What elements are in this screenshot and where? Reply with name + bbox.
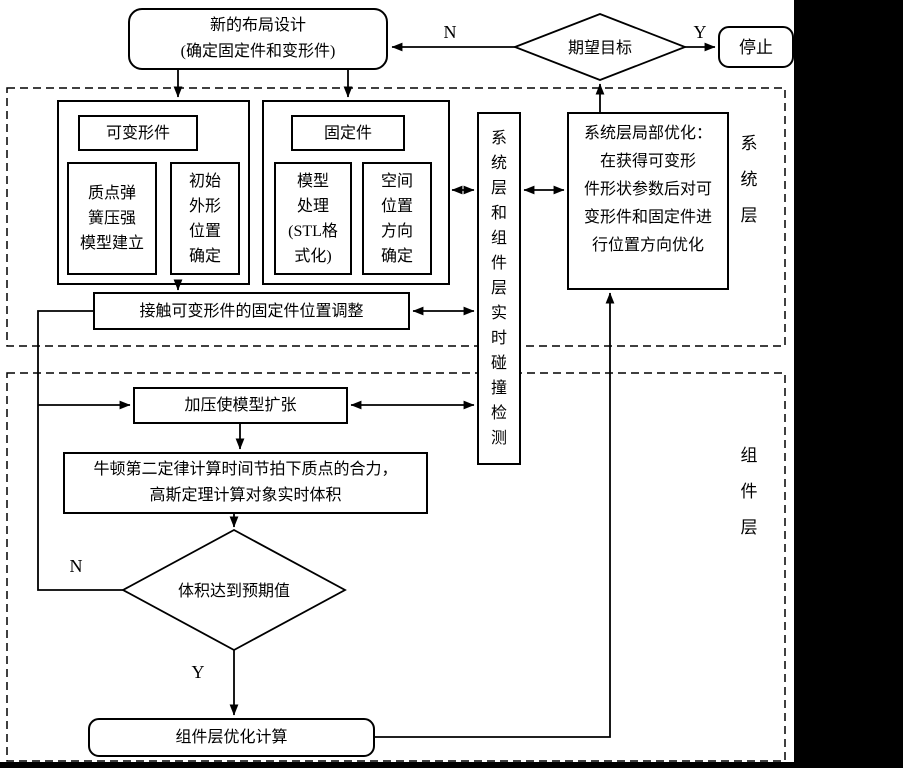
black-bottom-bar bbox=[0, 762, 903, 768]
label-volume-no: N bbox=[69, 556, 83, 576]
node-component-opt: 组件层优化计算 bbox=[88, 718, 375, 757]
node-pressurize: 加压使模型扩张 bbox=[133, 387, 348, 424]
volume-diamond-shape bbox=[121, 528, 347, 652]
line-volume-no-loop bbox=[37, 405, 123, 591]
node-initial-shape: 初始 外形 位置 确定 bbox=[170, 162, 240, 275]
label-system-layer: 系 统 层 bbox=[740, 134, 758, 225]
group-deformable bbox=[57, 100, 250, 285]
node-volume-check-label: 体积达到预期值 bbox=[177, 583, 290, 600]
label-goal-yes: Y bbox=[693, 22, 707, 42]
node-spatial-position: 空间 位置 方向 确定 bbox=[362, 162, 432, 275]
component-layer-dashed-box bbox=[6, 372, 786, 762]
node-mass-spring-model: 质点弹 簧压强 模型建立 bbox=[67, 162, 157, 275]
node-system-optimization: 系统层局部优化： 在获得可变形 件形状参数后对可 变形件和固定件进 行位置方向优… bbox=[567, 112, 729, 290]
arrow-componentopt-to-systemopt bbox=[375, 292, 615, 738]
node-model-processing: 模型 处理 (STL格 式化) bbox=[274, 162, 352, 275]
label-goal-no: N bbox=[443, 22, 457, 42]
label-component-layer: 组 件 层 bbox=[740, 446, 758, 537]
node-newton: 牛顿第二定律计算时间节拍下质点的合力， 高斯定理计算对象实时体积 bbox=[63, 452, 428, 514]
node-stop: 停止 bbox=[718, 26, 794, 68]
line-contact-loop bbox=[37, 310, 93, 405]
node-fixed-header: 固定件 bbox=[291, 115, 405, 151]
black-right-bar bbox=[794, 0, 903, 768]
label-volume-yes: Y bbox=[191, 662, 205, 682]
node-new-layout: 新的布局设计 (确定固定件和变形件) bbox=[128, 8, 388, 70]
node-goal-label: 期望目标 bbox=[567, 40, 632, 57]
goal-diamond-shape bbox=[512, 13, 688, 81]
node-deformable-header: 可变形件 bbox=[78, 115, 198, 151]
system-layer-dashed-box bbox=[6, 87, 786, 347]
group-fixed bbox=[262, 100, 450, 285]
node-contact-adjust: 接触可变形件的固定件位置调整 bbox=[93, 292, 410, 330]
node-collision-detection: 系 统 层 和 组 件 层 实 时 碰 撞 检 测 bbox=[477, 112, 521, 465]
